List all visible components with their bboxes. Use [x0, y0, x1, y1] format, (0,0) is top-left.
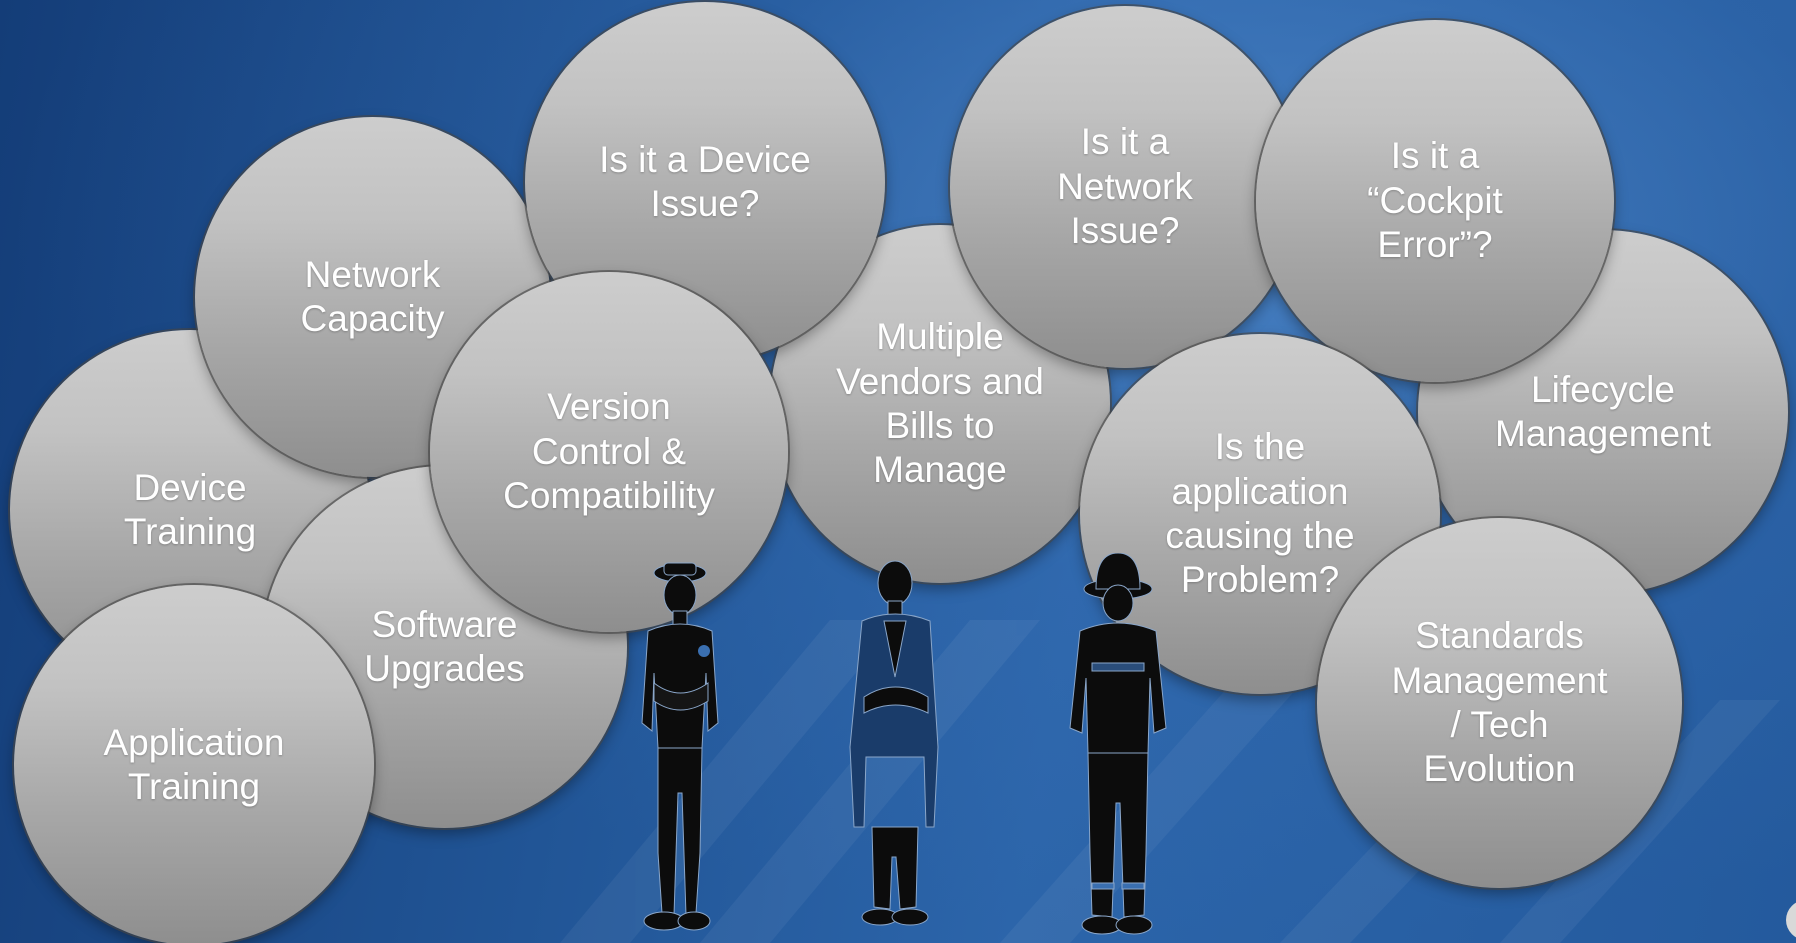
police-officer-icon	[641, 562, 719, 931]
bubble-label: Device Training	[123, 466, 257, 552]
bubble-label: Is it a “Cockpit Error”?	[1367, 135, 1503, 266]
bubble-label: Standards Management / Tech Evolution	[1391, 615, 1608, 790]
bubble-device-training: Device Training	[10, 330, 370, 690]
bubble-label: Lifecycle Management	[1495, 368, 1711, 454]
firefighter-icon	[1069, 553, 1167, 935]
bubble-label: Is it a Device Issue?	[599, 138, 811, 224]
bubble-application-training: Application Training	[14, 585, 374, 943]
corner-decoration	[1786, 900, 1796, 940]
bubble-label: Version Control & Compatibility	[503, 386, 715, 517]
bubble-cockpit-error: Is it a “Cockpit Error”?	[1256, 20, 1614, 382]
bubble-network-issue: Is it a Network Issue?	[950, 6, 1300, 368]
bubble-label: Multiple Vendors and Bills to Manage	[836, 316, 1044, 491]
bubble-label: Software Upgrades	[364, 603, 525, 689]
bubble-version-control: Version Control & Compatibility	[430, 272, 788, 632]
bubble-label: Is it a Network Issue?	[1057, 121, 1193, 252]
doctor-icon	[849, 560, 939, 926]
bubble-standards-management: Standards Management / Tech Evolution	[1317, 518, 1682, 888]
bubble-lifecycle-management: Lifecycle Management	[1418, 230, 1788, 594]
bubble-label: Application Training	[103, 721, 285, 807]
bubble-label: Network Capacity	[300, 253, 445, 339]
bubble-label: Is the application causing the Problem?	[1165, 426, 1355, 601]
